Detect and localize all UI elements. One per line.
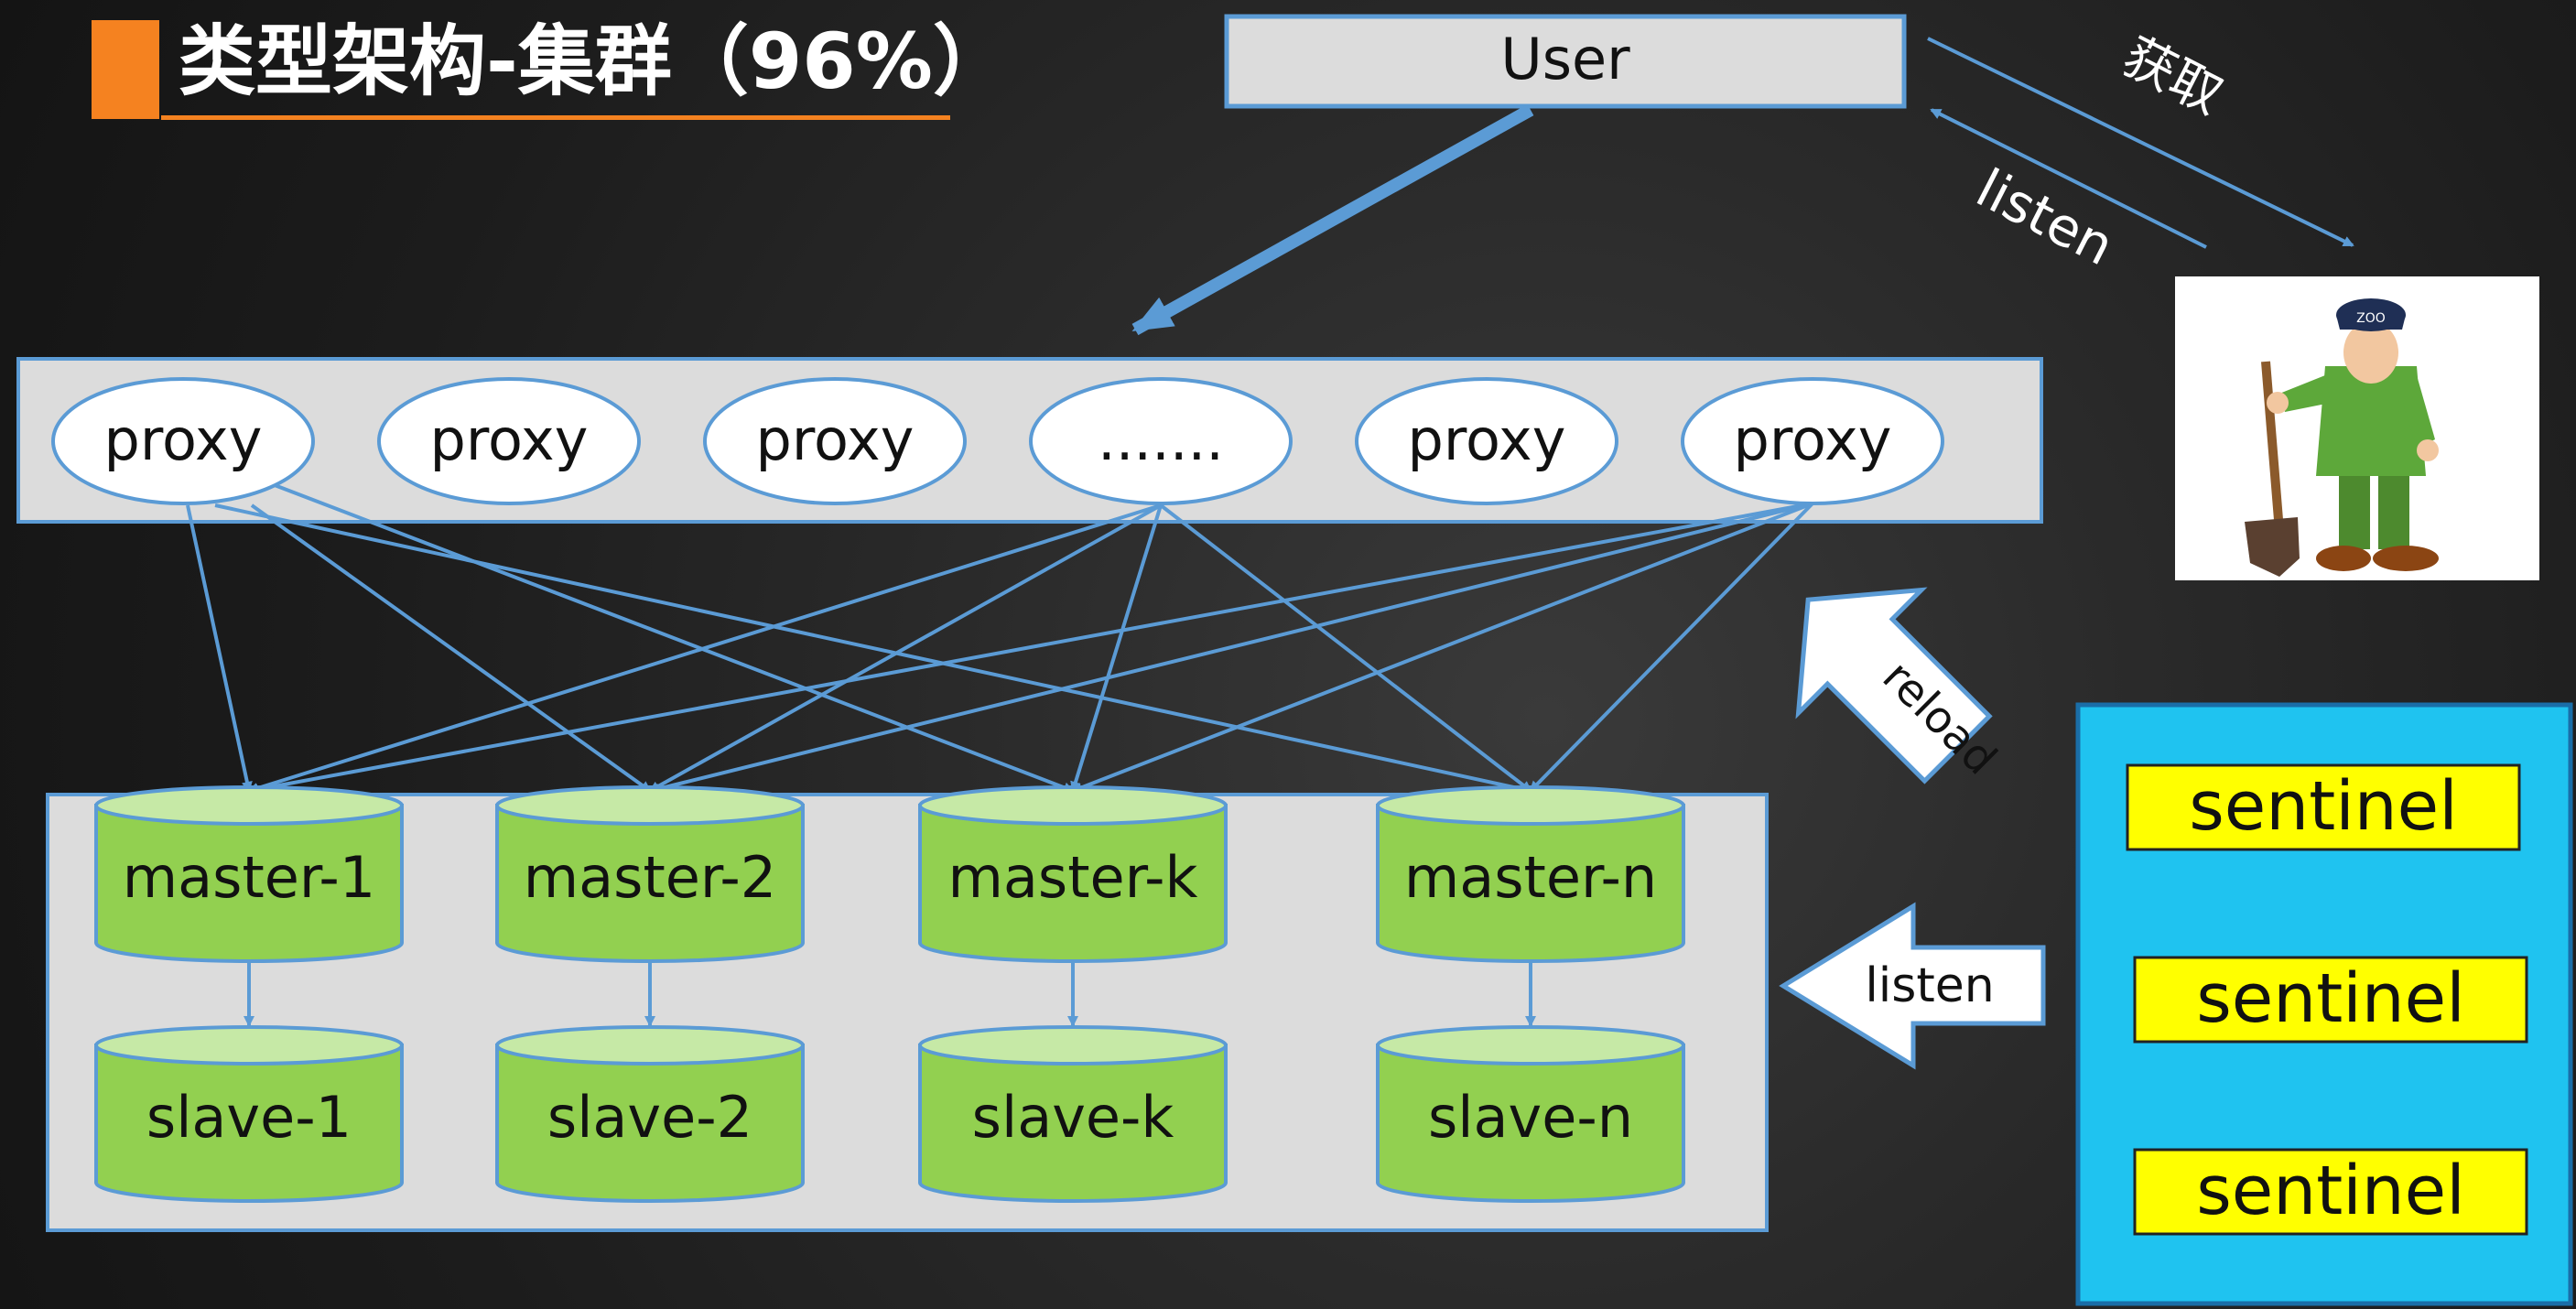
fetch-arrow (1927, 37, 2354, 247)
master-node-label: master-n (1404, 844, 1657, 911)
sentinel-node: sentinel (2133, 1148, 2528, 1236)
listen-side-arrow (1779, 902, 2046, 1070)
sentinel-layer: sentinel sentinel sentinel (2126, 763, 2528, 1236)
slide-title: 类型架构-集群（96%） (179, 16, 1010, 106)
master-node: master-n (1376, 785, 1685, 963)
db-layer: master-1 master-2 master-k master-n slave-1 s… (94, 785, 1685, 1203)
master-node: master-1 (94, 785, 404, 963)
master-node-label: master-2 (524, 844, 777, 911)
title-underline (161, 115, 950, 120)
fetch-label: 获取 (2114, 27, 2232, 126)
user-label: User (1500, 26, 1630, 92)
proxy-master-link (214, 503, 1532, 795)
slave-node-label: slave-1 (146, 1084, 352, 1151)
slide-title-group: 类型架构-集群（96%） (92, 16, 1010, 120)
listen-top-arrow (1930, 108, 2207, 249)
sentinel-node: sentinel (2126, 763, 2521, 851)
proxy-node: proxy (703, 377, 967, 505)
proxy-label: proxy (1408, 406, 1566, 473)
sentinel-label: sentinel (2196, 959, 2465, 1038)
proxy-node: ....... (1029, 377, 1293, 505)
proxy-master-link (1070, 504, 1163, 793)
proxy-master-link (186, 504, 253, 793)
proxy-master-link (648, 502, 1813, 795)
slave-node: slave-n (1376, 1025, 1685, 1203)
master-node-label: master-1 (123, 844, 376, 911)
proxy-node: proxy (1681, 377, 1944, 505)
proxy-label: proxy (1734, 406, 1892, 473)
proxy-layer: proxy proxy proxy....... proxy proxy (51, 377, 1944, 505)
reload-arrow (1795, 587, 1993, 784)
listen-top-label: listen (1966, 157, 2123, 277)
proxy-master-link (1071, 502, 1813, 793)
proxy-node: proxy (377, 377, 641, 505)
title-accent-block (92, 20, 159, 119)
slave-node-label: slave-k (972, 1084, 1174, 1151)
proxy-label: proxy (430, 406, 589, 473)
proxy-master-link (274, 483, 1075, 794)
sentinel-label: sentinel (2189, 767, 2458, 846)
proxy-label: ....... (1098, 406, 1224, 473)
sentinel-node: sentinel (2133, 956, 2528, 1044)
proxy-master-links (186, 483, 1814, 795)
zookeeper-mascot-icon: ZOO (2175, 276, 2539, 580)
proxy-master-link (247, 502, 1813, 795)
slave-node: slave-1 (94, 1025, 404, 1203)
proxy-master-link (1529, 502, 1814, 793)
slave-node: slave-2 (495, 1025, 805, 1203)
slave-node-label: slave-n (1428, 1084, 1633, 1151)
user-to-proxy-arrow (1131, 103, 1534, 336)
master-node-label: master-k (948, 844, 1198, 911)
slave-node: slave-k (918, 1025, 1228, 1203)
proxy-master-link (250, 503, 652, 793)
sentinel-label: sentinel (2196, 1152, 2465, 1230)
slave-node-label: slave-2 (547, 1084, 752, 1151)
mascot-hat-text: ZOO (2356, 311, 2386, 326)
proxy-label: proxy (756, 406, 915, 473)
proxy-master-link (247, 503, 1162, 794)
proxy-node: proxy (51, 377, 315, 505)
proxy-label: proxy (104, 406, 263, 473)
proxy-master-link (1159, 503, 1532, 793)
listen-side-label: listen (1865, 958, 1994, 1013)
user-node: User (1224, 14, 1907, 109)
master-node: master-k (918, 785, 1228, 963)
master-node: master-2 (495, 785, 805, 963)
proxy-node: proxy (1355, 377, 1618, 505)
proxy-master-link (648, 503, 1162, 793)
